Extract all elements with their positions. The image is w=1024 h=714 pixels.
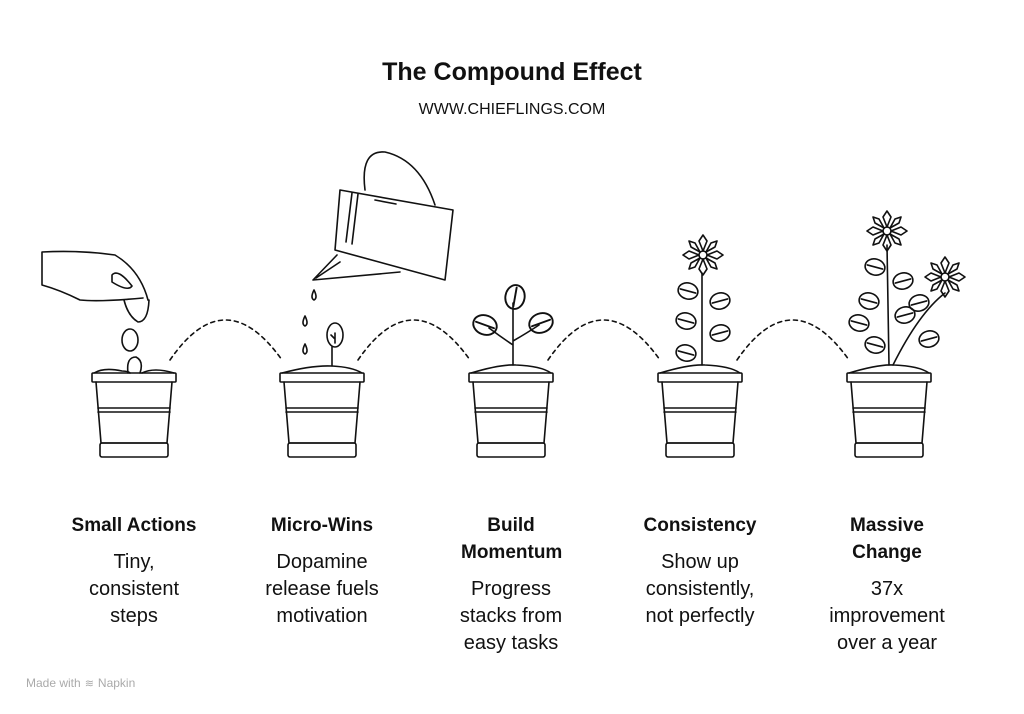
step-title: Small Actions: [71, 515, 197, 536]
pot-micro-wins: [279, 322, 365, 458]
pot-massive-change: [846, 210, 966, 458]
pot-small-actions: [91, 328, 177, 458]
step-consistency: Consistency Show up consistently, not pe…: [610, 512, 790, 630]
step-small-actions: Small Actions Tiny, consistent steps: [44, 512, 224, 630]
step-description: Progress stacks from easy tasks: [459, 578, 563, 654]
pot-consistency: [657, 234, 743, 458]
step-description: Tiny, consistent steps: [88, 551, 180, 627]
step-title: Massive Change: [850, 515, 924, 563]
watering-can-icon: [302, 151, 454, 355]
page-title: The Compound Effect: [382, 58, 642, 86]
step-title: Micro-Wins: [270, 515, 374, 536]
page-subtitle: WWW.CHIEFLINGS.COM: [418, 101, 606, 118]
step-build-momentum: Build Momentum Progress stacks from easy…: [421, 512, 601, 657]
step-massive-change: Massive Change 37x improvement over a ye…: [797, 512, 977, 657]
napkin-brand: Napkin: [97, 676, 136, 690]
hand-icon: [41, 250, 150, 323]
step-description: Show up consistently, not perfectly: [645, 551, 755, 627]
step-title: Build Momentum: [461, 515, 563, 563]
step-title: Consistency: [643, 515, 757, 536]
footer-watermark: Made with ≋ Napkin: [26, 676, 135, 690]
step-micro-wins: Micro-Wins Dopamine release fuels motiva…: [232, 512, 412, 630]
pot-build-momentum: [468, 282, 557, 458]
step-description: 37x improvement over a year: [829, 578, 945, 654]
made-with-label: Made with: [26, 676, 81, 690]
dashed-connectors: [169, 319, 850, 361]
step-description: Dopamine release fuels motivation: [265, 551, 379, 627]
napkin-logo-icon: ≋: [84, 677, 94, 690]
